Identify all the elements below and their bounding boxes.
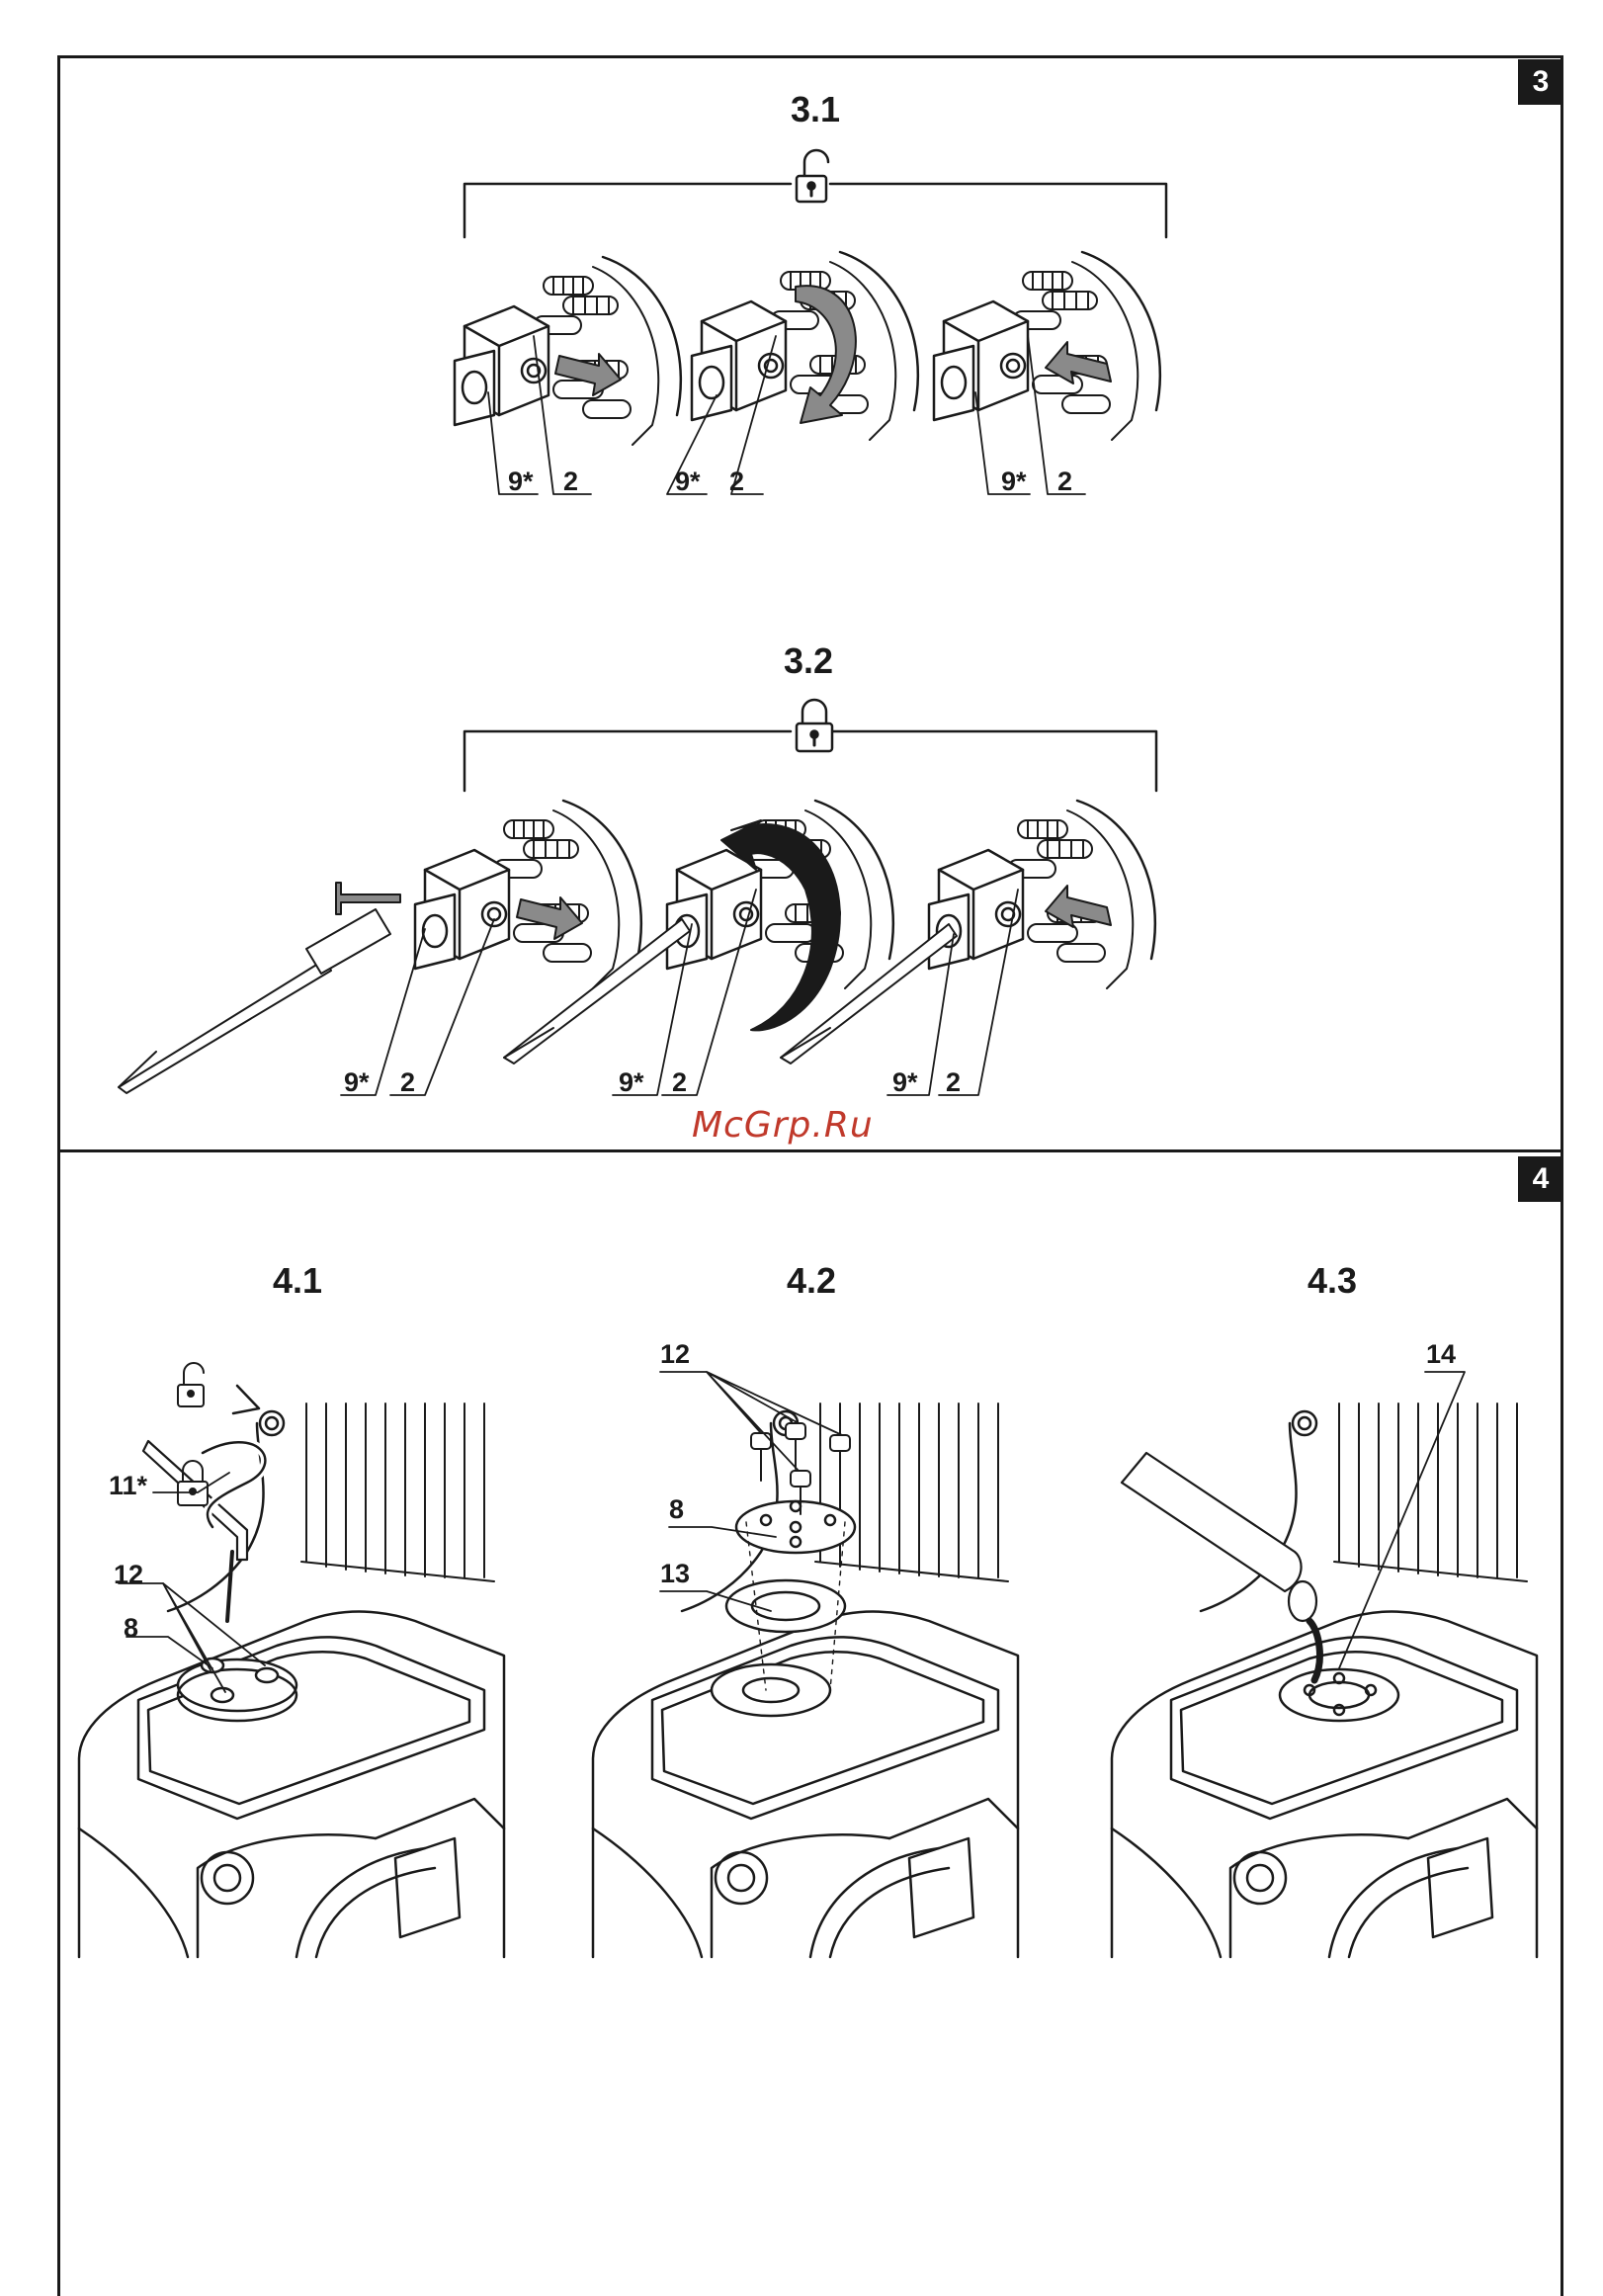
device-3-2-c bbox=[929, 801, 1155, 988]
locked-padlock-icon bbox=[797, 700, 832, 751]
unlocked-padlock-icon bbox=[797, 150, 828, 202]
machine-4-1 bbox=[79, 1403, 504, 1957]
leader-lines-4-2 bbox=[660, 1372, 842, 1611]
hex-key-tool bbox=[143, 1441, 247, 1621]
unlocked-padlock-icon bbox=[178, 1363, 204, 1406]
rotation-arrow-head bbox=[233, 1386, 259, 1413]
device-3-2-a bbox=[415, 801, 641, 988]
chisel-inserted-b bbox=[504, 919, 690, 1063]
grease-tube-icon bbox=[1122, 1453, 1319, 1680]
locked-padlock-icon bbox=[178, 1461, 208, 1505]
arrow-rotate-3-1 bbox=[796, 286, 856, 423]
machine-4-2 bbox=[593, 1403, 1018, 1957]
device-3-1-a bbox=[455, 257, 681, 445]
chisel-loose bbox=[119, 909, 390, 1093]
device-3-1-c bbox=[934, 252, 1160, 440]
arrow-push-in-3-2 bbox=[1046, 886, 1111, 927]
arrow-insert-chisel bbox=[336, 883, 400, 914]
